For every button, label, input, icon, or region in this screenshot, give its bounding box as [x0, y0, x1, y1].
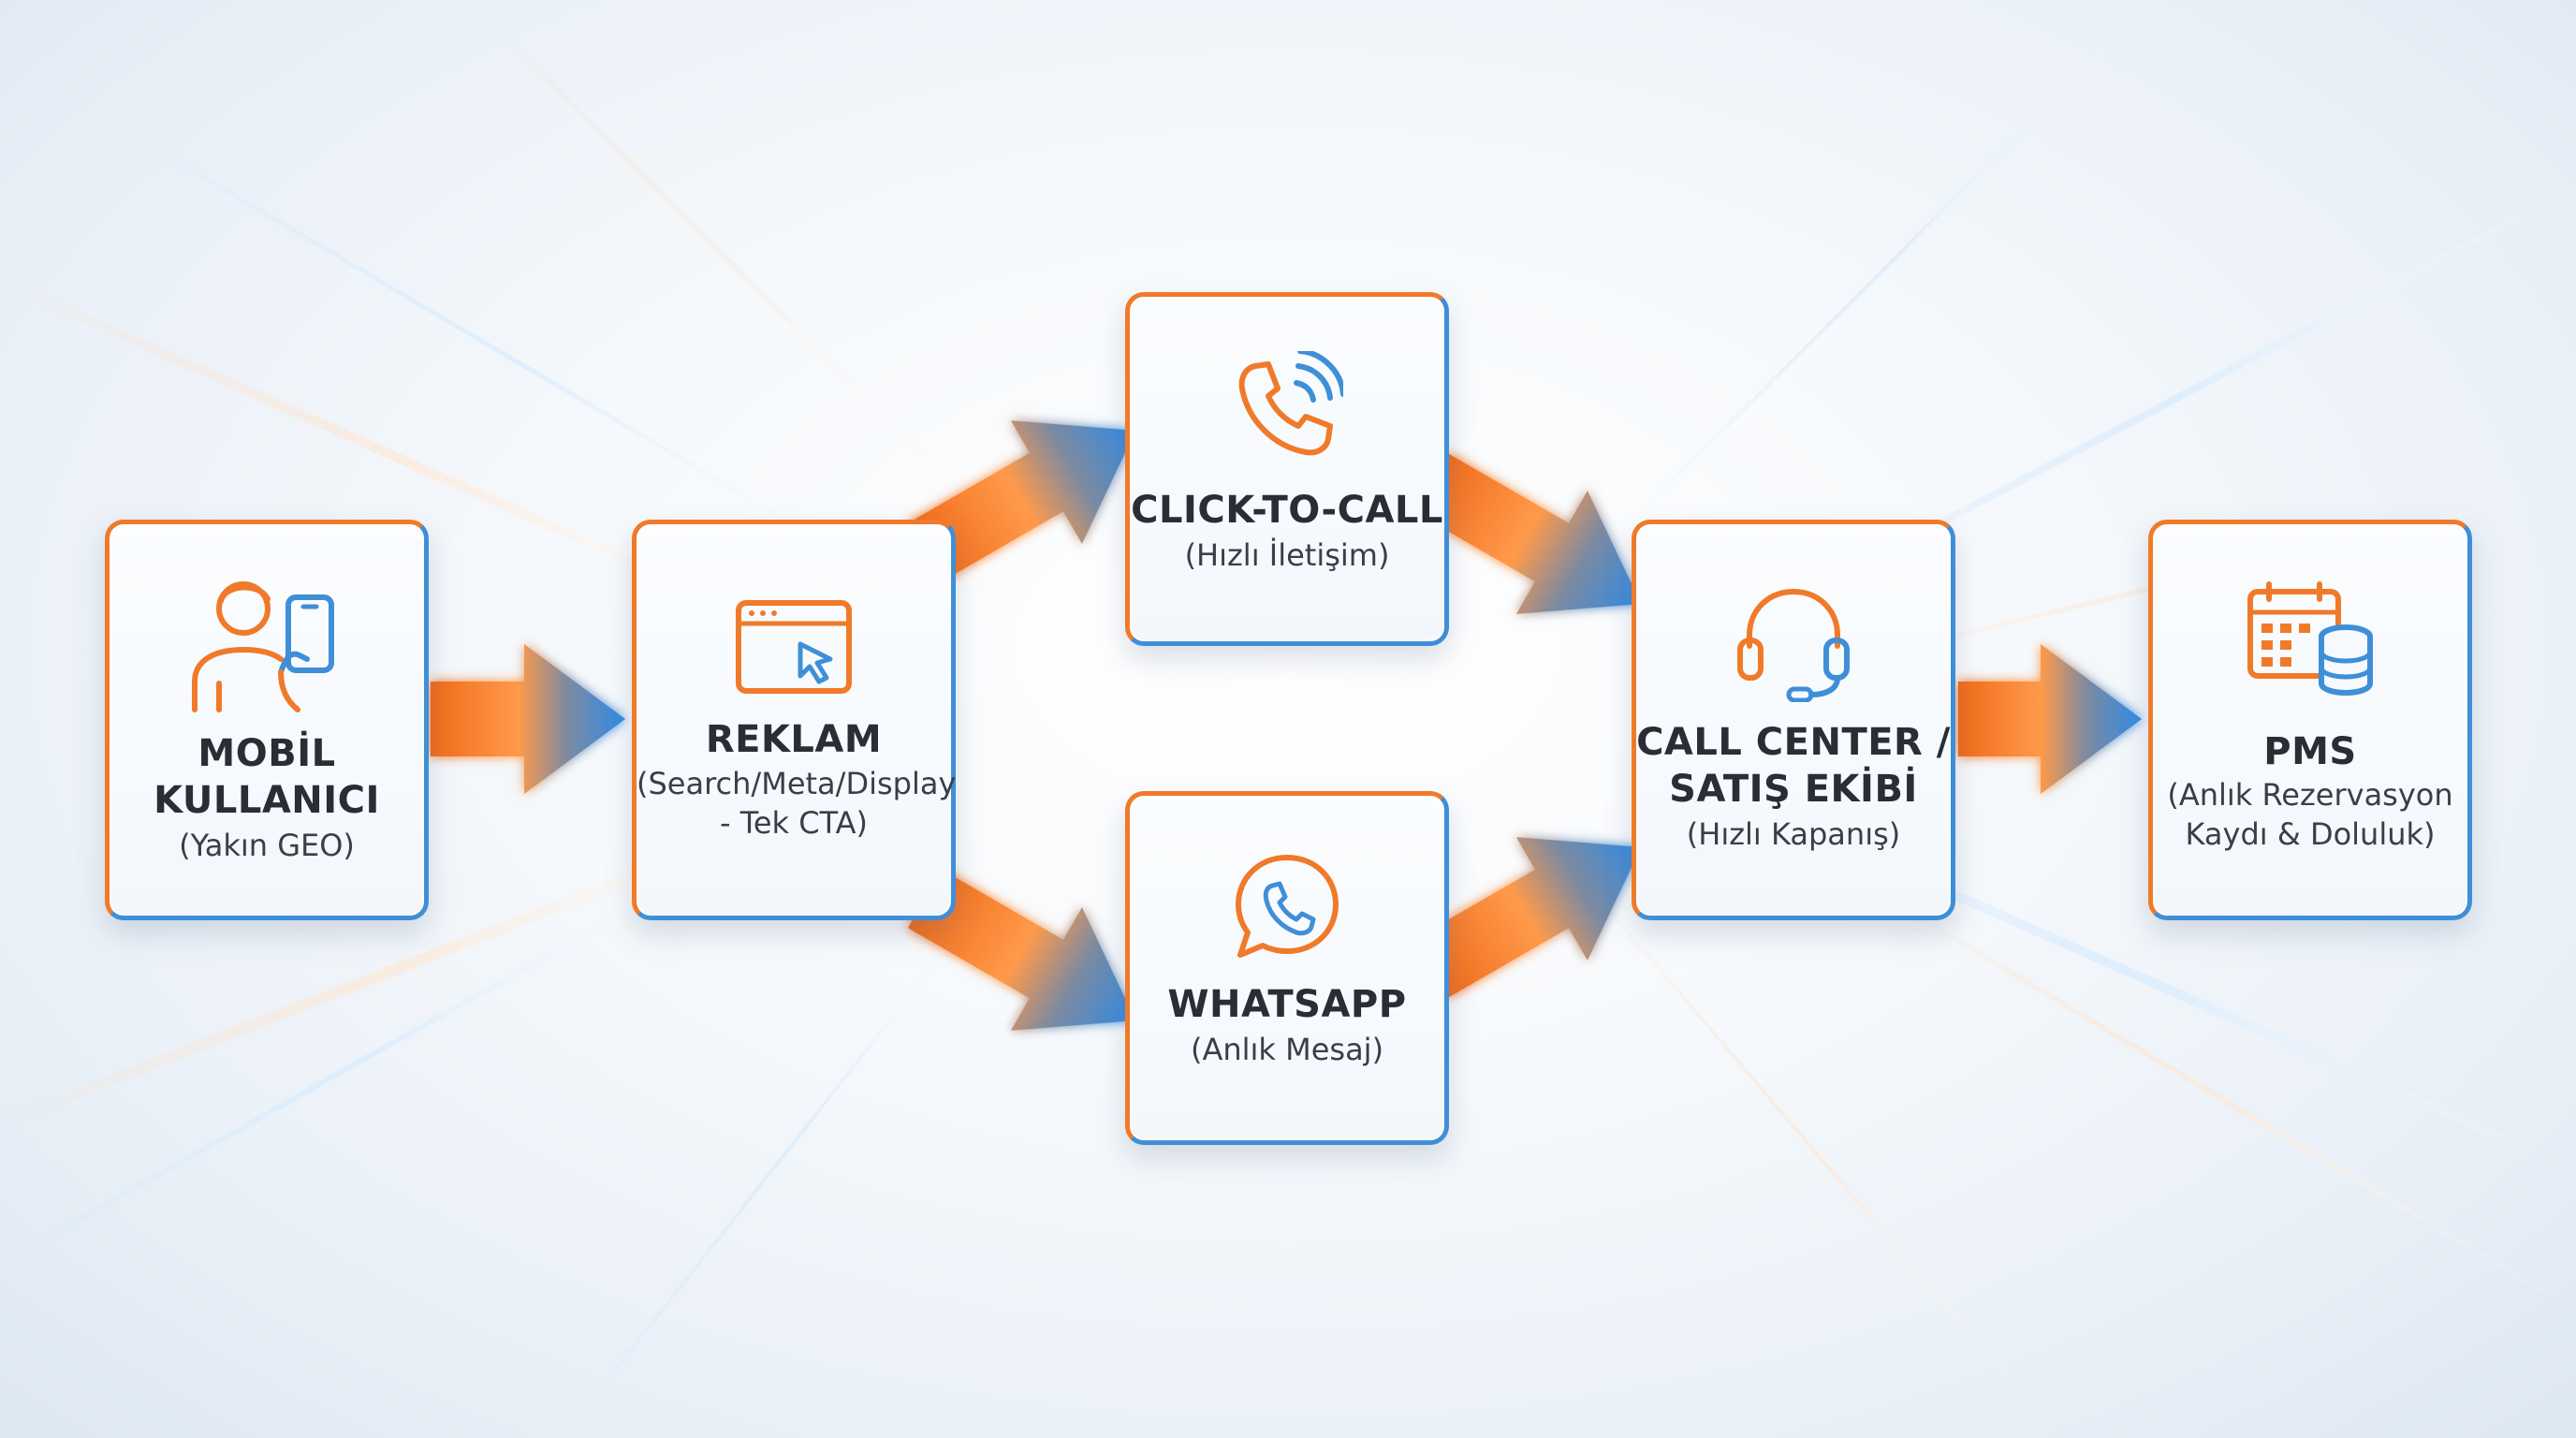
node-subtitle: (Anlık Mesaj) [1190, 1032, 1384, 1067]
node-whatsapp: WHATSAPP (Anlık Mesaj) [1125, 791, 1449, 1145]
node-title: CALL CENTER / [1636, 721, 1951, 764]
browser-cursor-icon [733, 597, 855, 704]
node-title: MOBİL [198, 732, 336, 775]
headset-icon [1733, 580, 1854, 706]
calendar-database-icon [2245, 579, 2376, 704]
person-with-phone-icon [187, 569, 346, 723]
arrow-callcenter-to-pms [1958, 644, 2142, 794]
node-subtitle: (Yakın GEO) [179, 828, 355, 863]
node-subtitle: (Hızlı Kapanış) [1686, 816, 1901, 852]
node-mobile-user: MOBİL KULLANICI (Yakın GEO) [105, 520, 429, 920]
node-call-center: CALL CENTER / SATIŞ EKİBİ (Hızlı Kapanış… [1632, 520, 1955, 920]
node-subtitle: (Search/Meta/Display [637, 766, 957, 801]
arrow-whatsapp-to-callcenter [1413, 837, 1642, 999]
node-title: PMS [2263, 730, 2357, 773]
node-subtitle: (Anlık Rezervasyon [2167, 777, 2453, 813]
node-subtitle: - Tek CTA) [720, 805, 868, 841]
arrow-mobile-to-ad [431, 644, 625, 794]
arrow-ad-to-whatsapp [908, 869, 1136, 1031]
node-pms: PMS (Anlık Rezervasyon Kaydı & Doluluk) [2148, 520, 2472, 920]
node-title: CLICK-TO-CALL [1131, 489, 1443, 532]
phone-ringing-icon [1231, 348, 1346, 467]
node-title: SATIŞ EKİBİ [1669, 768, 1918, 811]
node-title: REKLAM [705, 718, 883, 761]
node-title: KULLANICI [154, 779, 380, 822]
whatsapp-icon [1231, 850, 1343, 966]
node-click-to-call: CLICK-TO-CALL (Hızlı İletişim) [1125, 292, 1449, 646]
node-ad: REKLAM (Search/Meta/Display - Tek CTA) [632, 520, 956, 920]
arrow-call-to-callcenter [1413, 452, 1642, 614]
arrow-ad-to-call [908, 420, 1136, 582]
node-subtitle: Kaydı & Doluluk) [2185, 816, 2436, 852]
node-title: WHATSAPP [1167, 983, 1407, 1026]
node-subtitle: (Hızlı İletişim) [1184, 537, 1390, 573]
